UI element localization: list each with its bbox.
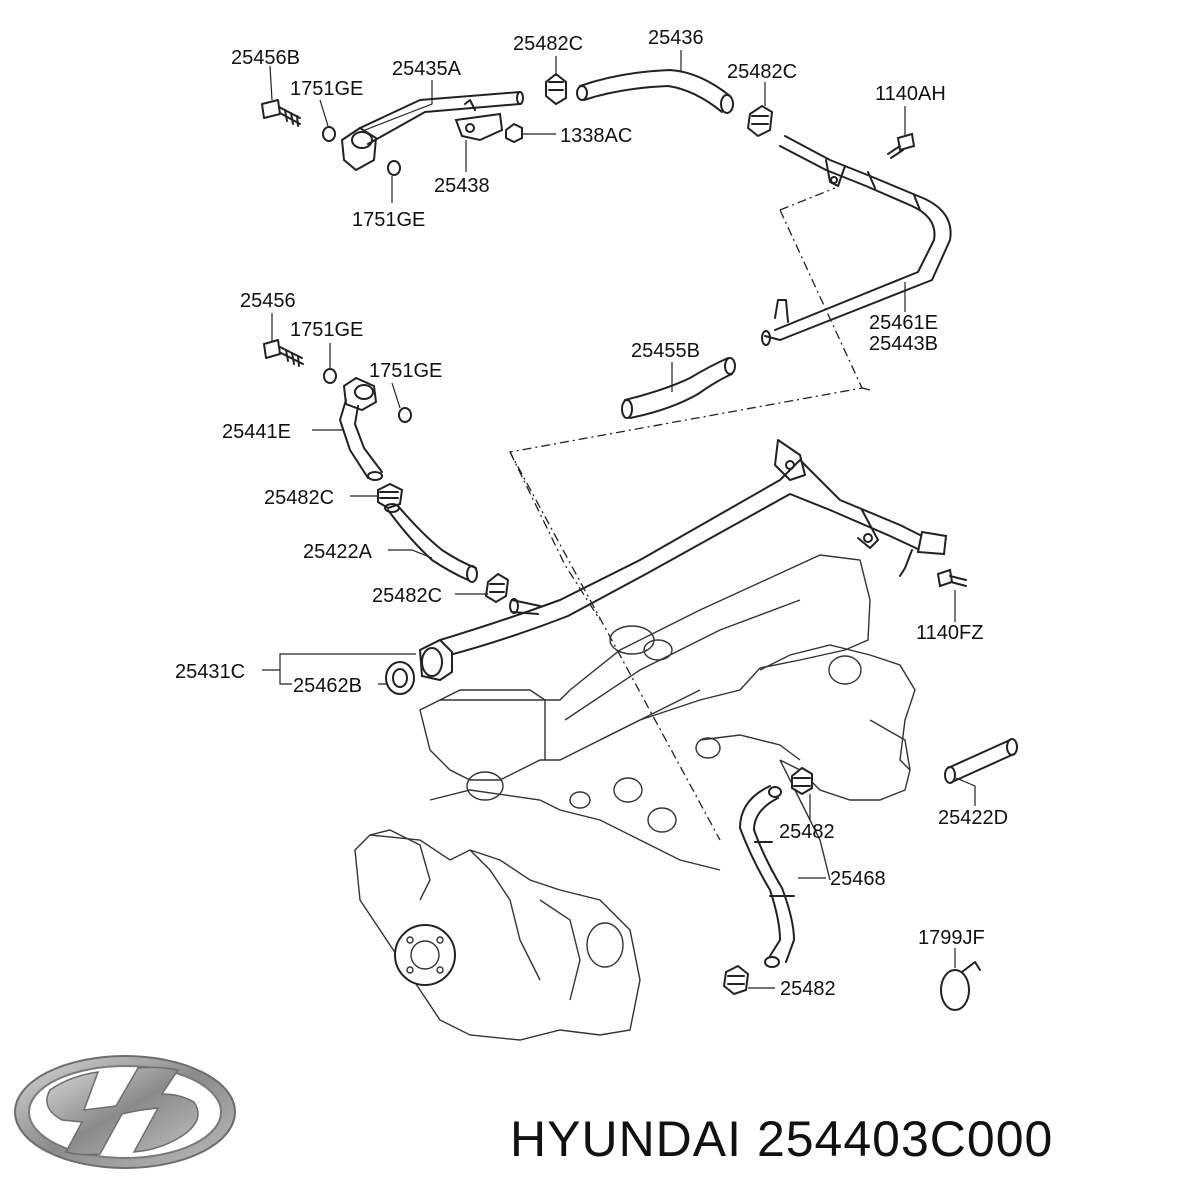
label-25435A: 25435A [392,58,462,80]
leader-lines [262,50,976,989]
label-25441E: 25441E [222,421,291,443]
label-1751GE: 1751GE [352,209,425,231]
label-25482C: 25482C [513,33,583,55]
bolt-1140AH [887,132,916,159]
label-25443B: 25443B [869,333,938,355]
pipe-25431C [385,439,948,695]
label-25422D: 25422D [938,807,1008,829]
label-1140FZ: 1140FZ [916,622,983,644]
label-25431C: 25431C [175,661,245,683]
hose-25422D [944,738,1018,784]
label-25436: 25436 [648,27,704,49]
label-25456: 25456 [240,290,296,312]
label-25461E: 25461E [869,312,938,334]
label-25462B: 25462B [293,675,362,697]
label-25468: 25468 [830,868,886,890]
label-25482C: 25482C [727,61,797,83]
label-25438: 25438 [434,175,490,197]
label-25482: 25482 [780,978,836,1000]
assembly-boundary-dashed [509,187,871,841]
brand-name: HYUNDAI [510,1111,743,1167]
hose-25422A [377,482,541,615]
assembly-boundary-dashed-inner [509,451,601,621]
label-1338AC: 1338AC [560,125,632,147]
part-labels: 25456B 1751GE 25435A 25482C 25436 25482C… [175,27,1008,1000]
label-25455B: 25455B [631,340,700,362]
pipe-25461E [761,135,952,346]
label-1751GE: 1751GE [290,78,363,100]
label-25482C: 25482C [264,487,334,509]
pipe-assembly-25435A [261,91,524,176]
clip-1799JF [940,961,981,1011]
label-25456B: 25456B [231,47,300,69]
hose-25455B [621,357,736,419]
engine-block-drawing [354,554,916,1041]
label-25422A: 25422A [303,541,373,563]
hose-25468 [722,766,813,996]
part-number: 254403C000 [756,1111,1054,1167]
hose-25436 [545,69,774,138]
label-1140AH: 1140AH [875,83,946,105]
hyundai-logo-icon [14,1055,236,1169]
label-1799JF: 1799JF [918,927,985,949]
label-1751GE: 1751GE [290,319,363,341]
label-1751GE: 1751GE [369,360,442,382]
pipe-assembly-25441E [263,339,412,481]
label-25482C: 25482C [372,585,442,607]
label-25482: 25482 [779,821,835,843]
bolt-1140FZ [936,568,967,588]
part-number-caption: HYUNDAI 254403C000 [510,1110,1053,1168]
